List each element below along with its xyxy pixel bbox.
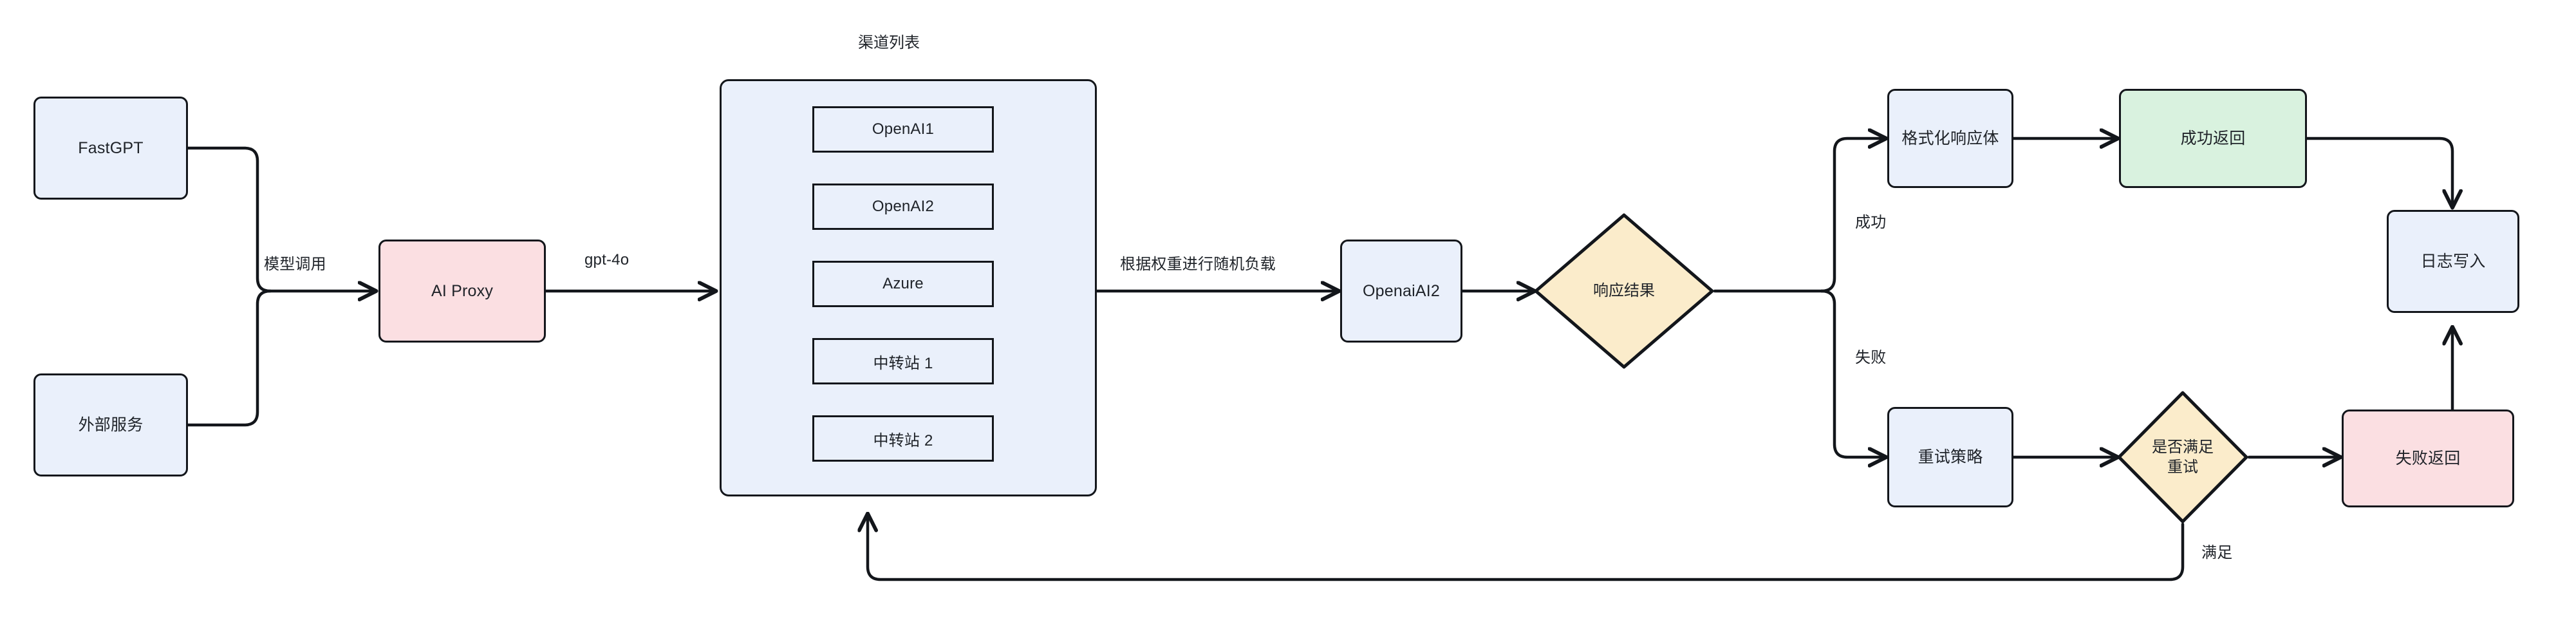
- node-response-result[interactable]: 响应结果: [1533, 212, 1715, 370]
- edge-label-model-call: 模型调用: [264, 256, 326, 273]
- edge-success-return-to-log: [2305, 137, 2452, 206]
- edge-external-to-aiproxy: [186, 289, 272, 427]
- node-retry-decision[interactable]: 是否满足 重试: [2116, 390, 2249, 524]
- node-fastgpt[interactable]: FastGPT: [33, 97, 188, 200]
- edge-label-gpt-model: gpt-4o: [584, 251, 630, 269]
- node-external-service[interactable]: 外部服务: [33, 373, 188, 476]
- channel-item-0-label: OpenAI1: [872, 120, 935, 138]
- edge-retry-loop-to-channels: [868, 515, 2185, 581]
- node-success-return[interactable]: 成功返回: [2119, 89, 2307, 188]
- edge-label-weighted-random-load: 根据权重进行随机负载: [1120, 256, 1276, 273]
- node-success-return-label: 成功返回: [2180, 129, 2246, 147]
- node-fastgpt-label: FastGPT: [78, 139, 144, 157]
- node-ai-proxy-label: AI Proxy: [431, 282, 494, 300]
- channel-item-2[interactable]: Azure: [812, 261, 994, 307]
- node-log-write-label: 日志写入: [2420, 252, 2486, 270]
- edge-label-satisfied: 满足: [2201, 544, 2233, 561]
- node-ai-proxy[interactable]: AI Proxy: [378, 240, 546, 343]
- edge-label-success: 成功: [1855, 214, 1887, 231]
- node-format-response-label: 格式化响应体: [1901, 129, 1999, 147]
- node-external-service-label: 外部服务: [78, 416, 144, 434]
- node-openai-ai2[interactable]: OpenaiAI2: [1340, 240, 1462, 343]
- channel-item-1[interactable]: OpenAI2: [812, 184, 994, 230]
- channel-list-title: 渠道列表: [858, 34, 920, 52]
- channel-item-4[interactable]: 中转站 2: [812, 415, 994, 462]
- edge-label-failure: 失败: [1855, 349, 1887, 366]
- channel-item-2-label: Azure: [882, 275, 924, 292]
- node-failure-return-label: 失败返回: [2395, 449, 2461, 467]
- channel-item-4-label: 中转站 2: [873, 431, 933, 449]
- node-failure-return[interactable]: 失败返回: [2342, 410, 2514, 507]
- channel-item-0[interactable]: OpenAI1: [812, 106, 994, 153]
- channel-item-1-label: OpenAI2: [872, 198, 935, 215]
- edge-response-failure: [1820, 289, 1885, 457]
- node-retry-strategy-label: 重试策略: [1918, 448, 1983, 466]
- node-format-response[interactable]: 格式化响应体: [1887, 89, 2013, 188]
- channel-item-3-label: 中转站 1: [873, 354, 933, 372]
- node-openai-ai2-label: OpenaiAI2: [1363, 282, 1440, 300]
- node-retry-strategy[interactable]: 重试策略: [1887, 407, 2013, 507]
- channel-item-3[interactable]: 中转站 1: [812, 338, 994, 384]
- node-log-write[interactable]: 日志写入: [2387, 210, 2519, 313]
